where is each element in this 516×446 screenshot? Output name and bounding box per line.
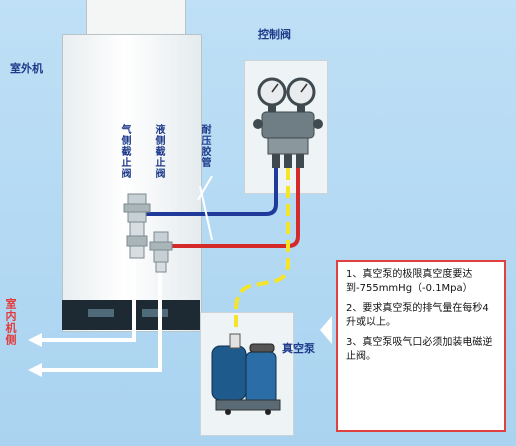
indoor-pipe-gas: [40, 258, 136, 342]
pressure-hose-pointer: [197, 175, 213, 201]
vacuum-pump-label: 真空泵: [282, 342, 315, 355]
notes-box: 1、真空泵的极限真空度要达到-755mmHg（-0.1Mpa） 2、要求真空泵的…: [336, 260, 506, 432]
control-valve-label: 控制阀: [258, 28, 291, 41]
liquid-side-valve: [149, 231, 173, 273]
liquid-pipe: [170, 168, 300, 248]
indoor-arrow-gas: [28, 333, 42, 347]
note-arrow-icon: [320, 316, 332, 344]
outdoor-unit-base: [62, 300, 200, 330]
outdoor-unit-label: 室外机: [10, 62, 43, 75]
base-slot: [88, 309, 114, 317]
note-item: 3、真空泵吸气口必须加装电磁逆止阀。: [346, 337, 493, 362]
pressure-hose-pointer: [199, 185, 213, 241]
gas-side-valve-label: 气侧截止阀: [119, 124, 130, 179]
note-item: 2、要求真空泵的排气量在每秒4升或以上。: [346, 303, 489, 328]
gas-side-valve: [123, 193, 151, 259]
vacuum-hose: [234, 168, 290, 332]
indoor-side-label: 室内机侧: [4, 298, 17, 346]
pressure-hose-label: 耐压胶管: [199, 124, 210, 168]
manifold-gauge: [253, 77, 323, 168]
base-slot: [142, 309, 168, 317]
indoor-pipe-liquid: [40, 262, 162, 372]
indoor-arrow-liquid: [28, 363, 42, 377]
outdoor-unit-top: [86, 0, 186, 35]
liquid-side-valve-label: 液侧截止阀: [153, 124, 164, 179]
note-item: 1、真空泵的极限真空度要达到-755mmHg（-0.1Mpa）: [346, 269, 473, 294]
gas-pipe: [146, 168, 278, 216]
vacuum-pump: [211, 333, 281, 415]
